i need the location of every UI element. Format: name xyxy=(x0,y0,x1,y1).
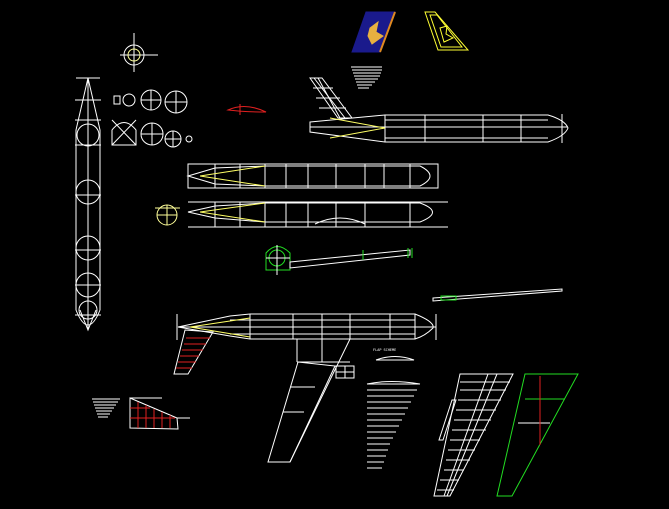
fuselage-top-view[interactable] xyxy=(75,77,101,332)
bulkhead-sections[interactable] xyxy=(111,89,193,148)
fuselage-assembly[interactable] xyxy=(173,313,437,375)
fuselage-side-with-tail[interactable] xyxy=(309,77,569,143)
airfoil-red[interactable] xyxy=(226,104,267,115)
wing-ribs[interactable] xyxy=(366,381,421,469)
tail-livery-outline[interactable] xyxy=(424,11,470,51)
flap-scheme-label: FLAP SCHEME xyxy=(373,348,396,352)
fuselage-plan-1[interactable] xyxy=(186,163,439,189)
bulkhead-crosshair[interactable] xyxy=(120,33,158,72)
flap-scheme: FLAP SCHEME xyxy=(373,348,415,361)
tail-rib-stack-top[interactable] xyxy=(351,66,382,89)
nose-section[interactable] xyxy=(155,204,180,226)
wing-structure[interactable] xyxy=(433,373,514,497)
stab-plan-red[interactable] xyxy=(129,397,190,430)
stab-ribs[interactable] xyxy=(92,398,120,418)
tail-livery-blue[interactable] xyxy=(351,11,396,53)
spar-long[interactable] xyxy=(432,288,563,302)
fuselage-plan-2[interactable] xyxy=(187,201,448,228)
wing-outline-green[interactable] xyxy=(496,373,579,497)
wing-plan[interactable] xyxy=(267,338,355,463)
engine-spar[interactable] xyxy=(265,245,413,275)
